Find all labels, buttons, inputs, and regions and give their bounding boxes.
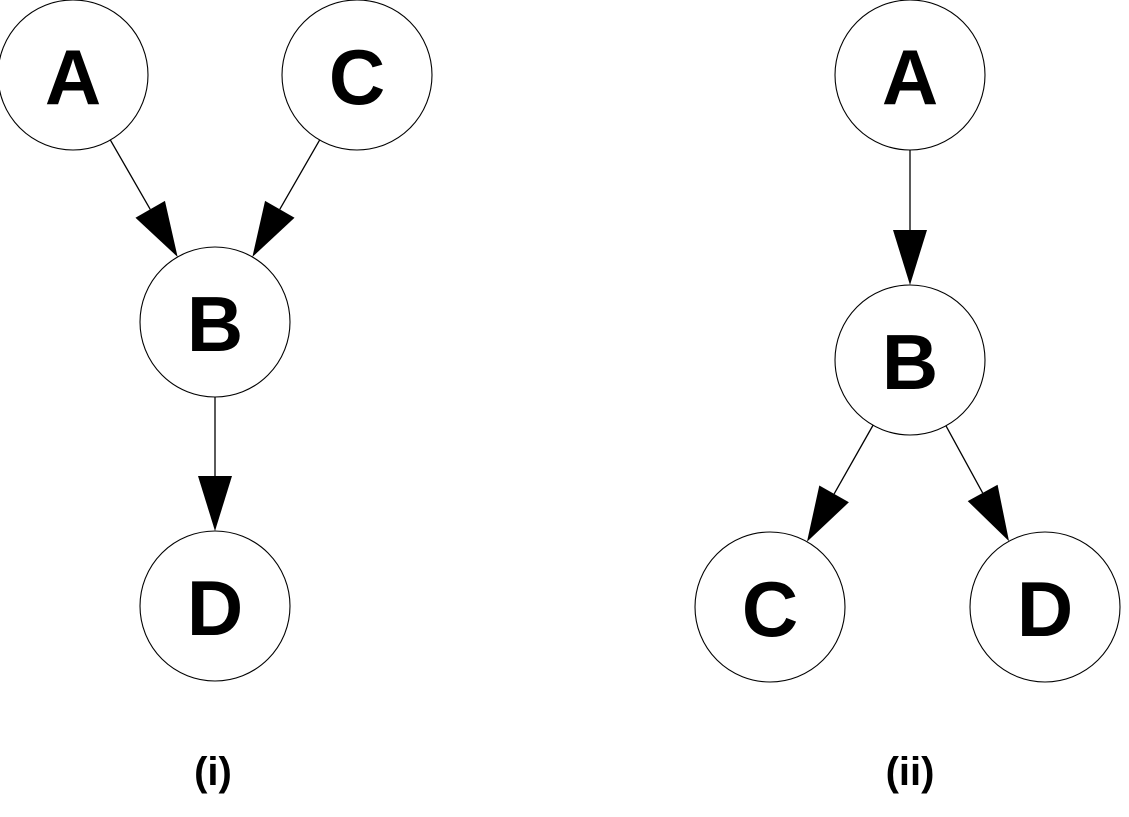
edge-arrowhead-icon [893,230,927,285]
panel-caption-panel-i: (i) [194,750,232,794]
graph-node-label: C [329,33,385,121]
graph-node-b[interactable]: B [834,284,986,436]
graph-node-label: D [1017,565,1073,653]
edge-line [945,425,984,494]
edge-arrowhead-icon [198,476,232,531]
graph-node-circle[interactable] [969,531,1121,683]
graph-node-circle[interactable] [0,0,149,151]
edge-arrowhead-icon [806,485,849,542]
edge-line [109,139,151,210]
graph-node-a[interactable]: A [834,0,986,151]
graph-node-circle[interactable] [834,284,986,436]
edge-line [833,424,874,495]
edge-a-to-b [109,139,178,257]
edge-a-to-b [893,150,927,285]
graph-node-circle[interactable] [281,0,433,151]
graph-node-circle[interactable] [139,246,291,398]
edge-b-to-d [198,397,232,531]
edge-c-to-b [252,139,321,257]
graph-node-label: B [882,318,938,406]
edge-arrowhead-icon [252,200,295,257]
edge-line [279,139,321,210]
graph-node-d[interactable]: D [139,530,291,682]
graph-node-c[interactable]: C [694,531,846,683]
graph-node-b[interactable]: B [139,246,291,398]
graph-node-a[interactable]: A [0,0,149,151]
graph-node-circle[interactable] [694,531,846,683]
edges-layer [109,139,1010,542]
edge-b-to-c [806,424,874,542]
graph-node-circle[interactable] [834,0,986,151]
graph-node-label: B [187,280,243,368]
edge-arrowhead-icon [135,200,178,257]
captions-layer: (i) (ii) [194,750,934,794]
graph-node-circle[interactable] [139,530,291,682]
graph-node-label: A [45,33,101,121]
nodes-layer: A C B D A B C D [0,0,1121,683]
graph-node-label: D [187,564,243,652]
panel-caption-panel-ii: (ii) [886,750,935,794]
edge-b-to-d [945,425,1010,542]
graph-node-c[interactable]: C [281,0,433,151]
graph-node-label: A [882,33,938,121]
graph-node-label: C [742,565,798,653]
edge-arrowhead-icon [967,484,1010,542]
graph-node-d[interactable]: D [969,531,1121,683]
